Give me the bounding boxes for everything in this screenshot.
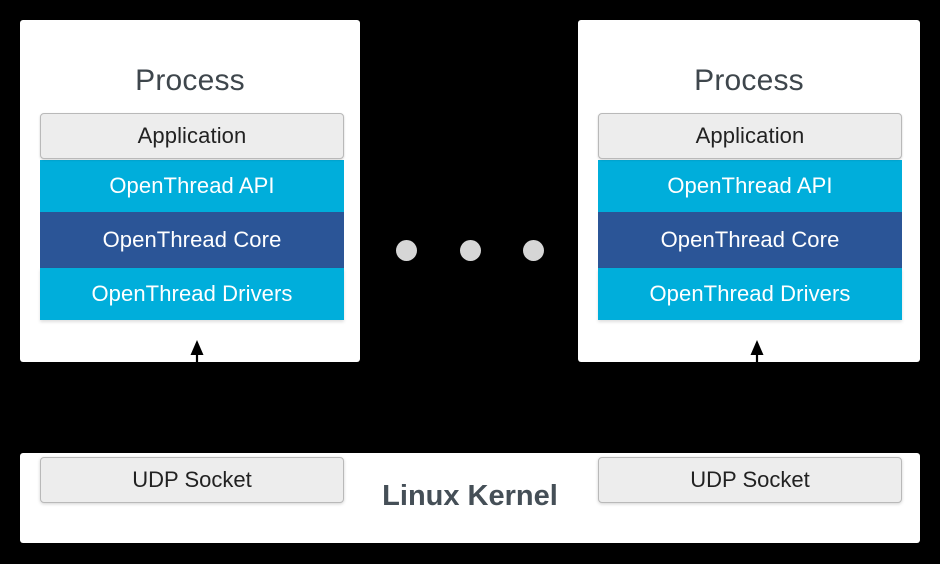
layer-openthread-drivers-right: OpenThread Drivers xyxy=(598,268,902,320)
up-arrow-icon-right xyxy=(750,340,764,384)
ellipsis-dot-2 xyxy=(459,239,481,261)
udp-socket-box-left: UDP Socket xyxy=(40,457,344,503)
linux-kernel-title: Linux Kernel xyxy=(382,480,558,512)
openthread-stack-left: Application OpenThread API OpenThread Co… xyxy=(40,113,344,320)
layer-application-right: Application xyxy=(598,113,902,159)
process-title-right: Process xyxy=(694,64,804,97)
linux-kernel-panel: Linux Kernel UDP Socket UDP Socket xyxy=(20,453,920,543)
layer-openthread-drivers-left: OpenThread Drivers xyxy=(40,268,344,320)
process-panel-left: Process Application OpenThread API OpenT… xyxy=(20,20,360,384)
ellipsis-dot-1 xyxy=(396,239,417,261)
up-arrow-icon-left xyxy=(190,340,204,384)
layer-openthread-core-right: OpenThread Core xyxy=(598,212,902,268)
process-panel-right: Process Application OpenThread API OpenT… xyxy=(578,20,920,384)
process-title-left: Process xyxy=(135,64,245,97)
layer-openthread-api-left: OpenThread API xyxy=(40,160,344,212)
openthread-stack-right: Application OpenThread API OpenThread Co… xyxy=(598,113,902,320)
ellipsis-dot-3 xyxy=(523,239,544,261)
udp-socket-box-right: UDP Socket xyxy=(598,457,902,503)
layer-application-left: Application xyxy=(40,113,344,159)
layer-openthread-core-left: OpenThread Core xyxy=(40,212,344,268)
layer-openthread-api-right: OpenThread API xyxy=(598,160,902,212)
more-processes-ellipsis xyxy=(396,239,544,261)
